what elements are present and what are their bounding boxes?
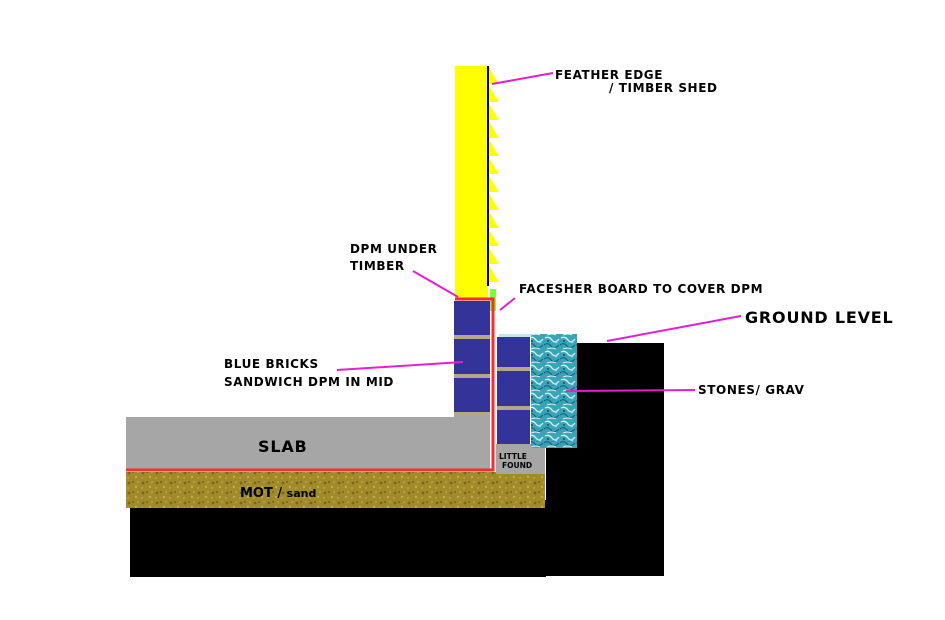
slab [126,417,490,469]
leader-feather-edge [491,72,554,85]
leader-facesher [499,297,516,311]
label-feather-edge-1: FEATHER EDGE [555,68,663,82]
label-mot-sand: MOT / sand [240,486,316,501]
label-slab: SLAB [258,437,308,456]
leader-lines [336,72,742,392]
dpm-membrane [126,297,495,472]
brick [497,410,530,444]
label-stones: STONES/ GRAV [698,383,805,397]
timber-upright [487,66,489,286]
brick [454,378,490,412]
mortar-joint [497,406,530,410]
brick [454,339,490,374]
label-blue-bricks-1: BLUE BRICKS [224,357,319,371]
mortar-joint [454,335,490,339]
brick [454,301,490,335]
label-dpm-under-1: DPM UNDER [350,242,437,256]
mortar-joint [497,367,530,371]
mortar-joint [454,374,490,378]
brick [497,371,530,406]
feather-edge-teeth [488,66,499,282]
label-little-found-1: LITTLE [499,452,527,461]
blue-brick-column-inner [454,301,490,416]
slab-under-bricks [454,412,490,469]
leader-dpm-under [412,270,459,298]
mot-sand-layer [126,472,545,508]
label-little-found-2: FOUND [502,461,532,470]
ground-black-mass [130,500,546,577]
label-facesher-board: FACESHER BOARD TO COVER DPM [519,282,763,296]
label-dpm-under-2: TIMBER [350,259,405,273]
label-feather-edge-2: / TIMBER SHED [609,81,718,95]
label-mot-suffix: sand [287,487,317,500]
label-mot-main: MOT / [240,486,287,501]
stones-gravel-top [499,334,531,338]
leader-blue-bricks [336,361,464,371]
label-ground-level: GROUND LEVEL [745,308,894,327]
blue-brick-column-outer [497,337,530,444]
little-foundation [496,444,545,474]
brick [497,337,530,367]
leader-stones [565,389,696,392]
label-blue-bricks-2: SANDWICH DPM IN MID [224,375,394,389]
timber-shed-wall [455,66,488,298]
mortar-joint [454,412,490,416]
leader-ground-level [606,315,742,342]
